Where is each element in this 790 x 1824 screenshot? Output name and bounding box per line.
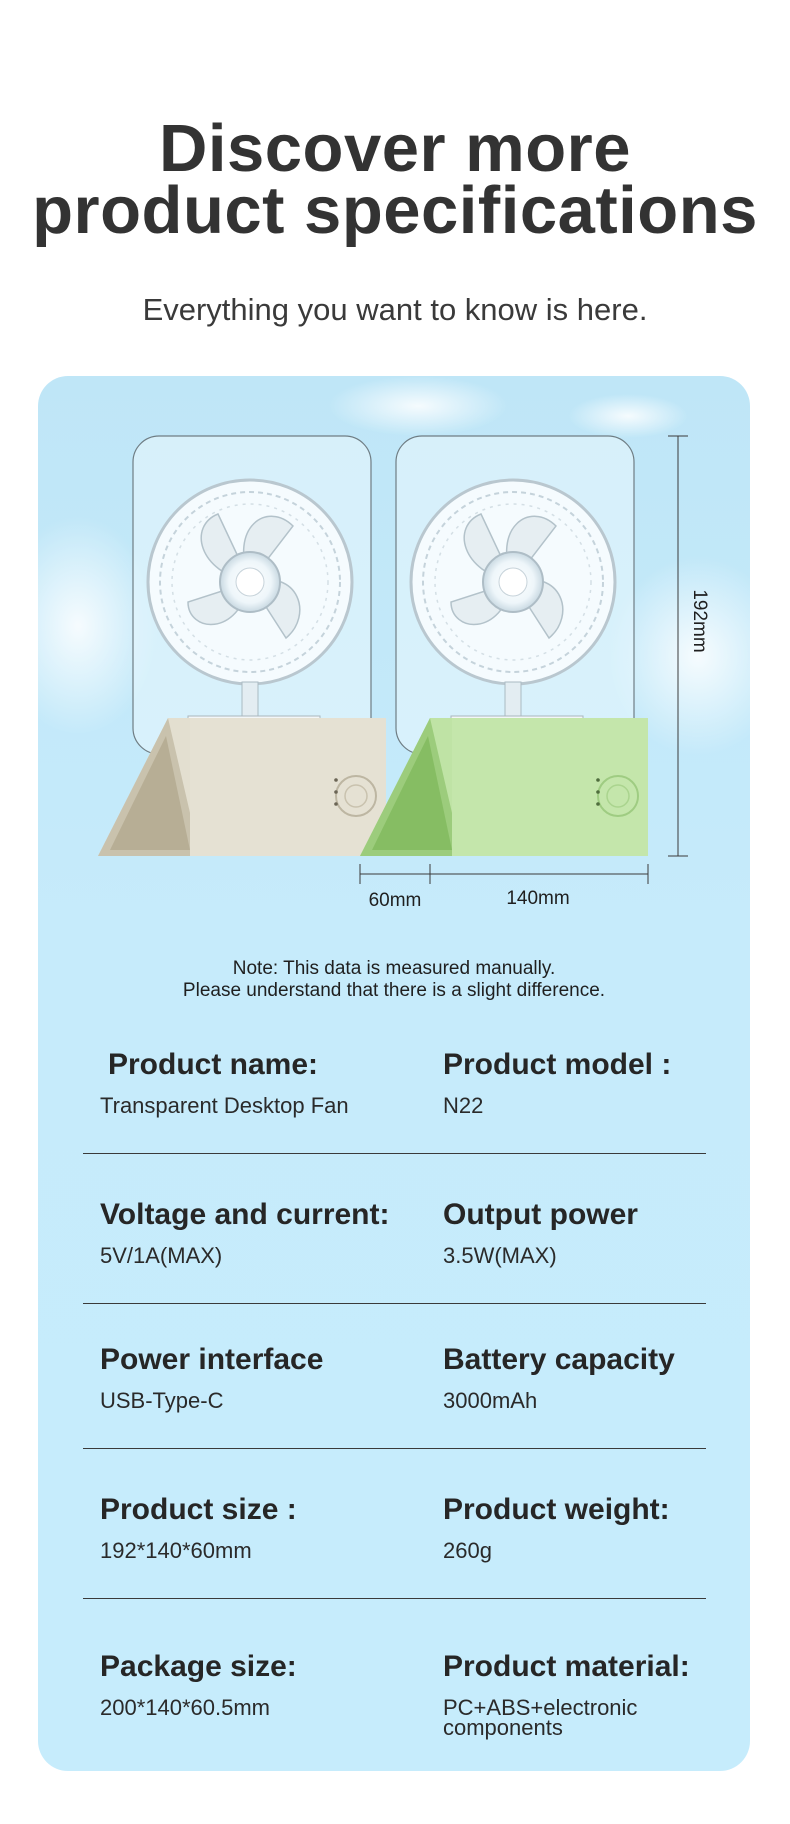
depth-dimension-label: 60mm — [369, 890, 422, 911]
spec-output-power: Output power 3.5W(MAX) — [443, 1198, 703, 1268]
spec-label: Package size: — [100, 1650, 297, 1683]
title-line-1: Discover more — [159, 111, 631, 186]
measurement-note: Note: This data is measured manually. Pl… — [38, 958, 750, 1002]
spec-value: N22 — [443, 1093, 484, 1118]
spec-value: PC+ABS+electronic components — [443, 1695, 638, 1740]
height-dimension-label: 192mm — [689, 589, 710, 652]
spec-label: Product size : — [100, 1493, 297, 1526]
spec-product-material: Product material: PC+ABS+electronic comp… — [443, 1650, 703, 1740]
spec-label: Product model : — [443, 1048, 672, 1081]
spec-label: Product name: — [108, 1048, 319, 1081]
dimension-lines — [359, 435, 688, 884]
spec-label: Product material: — [443, 1650, 690, 1683]
cloud-background — [38, 376, 750, 756]
spec-battery-capacity: Battery capacity 3000mAh — [443, 1343, 703, 1413]
page-title: Discover more product specifications — [0, 111, 790, 248]
spec-label: Power interface — [100, 1343, 324, 1376]
spec-value: 5V/1A(MAX) — [100, 1243, 223, 1268]
spec-value: USB-Type-C — [100, 1388, 224, 1413]
divider — [83, 1448, 706, 1449]
spec-product-weight: Product weight: 260g — [443, 1493, 703, 1563]
spec-label: Product weight: — [443, 1493, 670, 1526]
spec-product-size: Product size : 192*140*60mm — [100, 1493, 360, 1563]
divider — [83, 1303, 706, 1304]
spec-label: Battery capacity — [443, 1343, 675, 1376]
spec-value: 3000mAh — [443, 1388, 538, 1413]
spec-card: 192mm 60mm 140mm Note: This data is meas… — [38, 376, 750, 1771]
spec-label: Output power — [443, 1198, 638, 1231]
spec-value: 192*140*60mm — [100, 1538, 252, 1563]
spec-product-name: Product name: Transparent Desktop Fan — [100, 1048, 360, 1118]
title-line-2: product specifications — [32, 173, 758, 248]
product-figure: 192mm 60mm 140mm — [38, 376, 750, 911]
page-subtitle: Everything you want to know is here. — [142, 292, 648, 327]
fan-beige — [98, 435, 386, 856]
note-line-1: Note: This data is measured manually. — [232, 958, 556, 979]
spec-voltage-current: Voltage and current: 5V/1A(MAX) — [100, 1198, 390, 1268]
spec-value: 260g — [443, 1538, 492, 1563]
note-line-2: Please understand that there is a slight… — [182, 980, 606, 1001]
width-dimension-label: 140mm — [506, 888, 569, 909]
spec-product-model: Product model : N22 — [443, 1048, 703, 1118]
spec-package-size: Package size: 200*140*60.5mm — [100, 1650, 360, 1720]
fan-green — [360, 435, 648, 856]
divider — [83, 1598, 706, 1599]
spec-value: 200*140*60.5mm — [100, 1695, 271, 1720]
spec-value: 3.5W(MAX) — [443, 1243, 557, 1268]
divider — [83, 1153, 706, 1154]
spec-power-interface: Power interface USB-Type-C — [100, 1343, 360, 1413]
spec-value: Transparent Desktop Fan — [100, 1093, 349, 1118]
spec-label: Voltage and current: — [100, 1198, 390, 1231]
